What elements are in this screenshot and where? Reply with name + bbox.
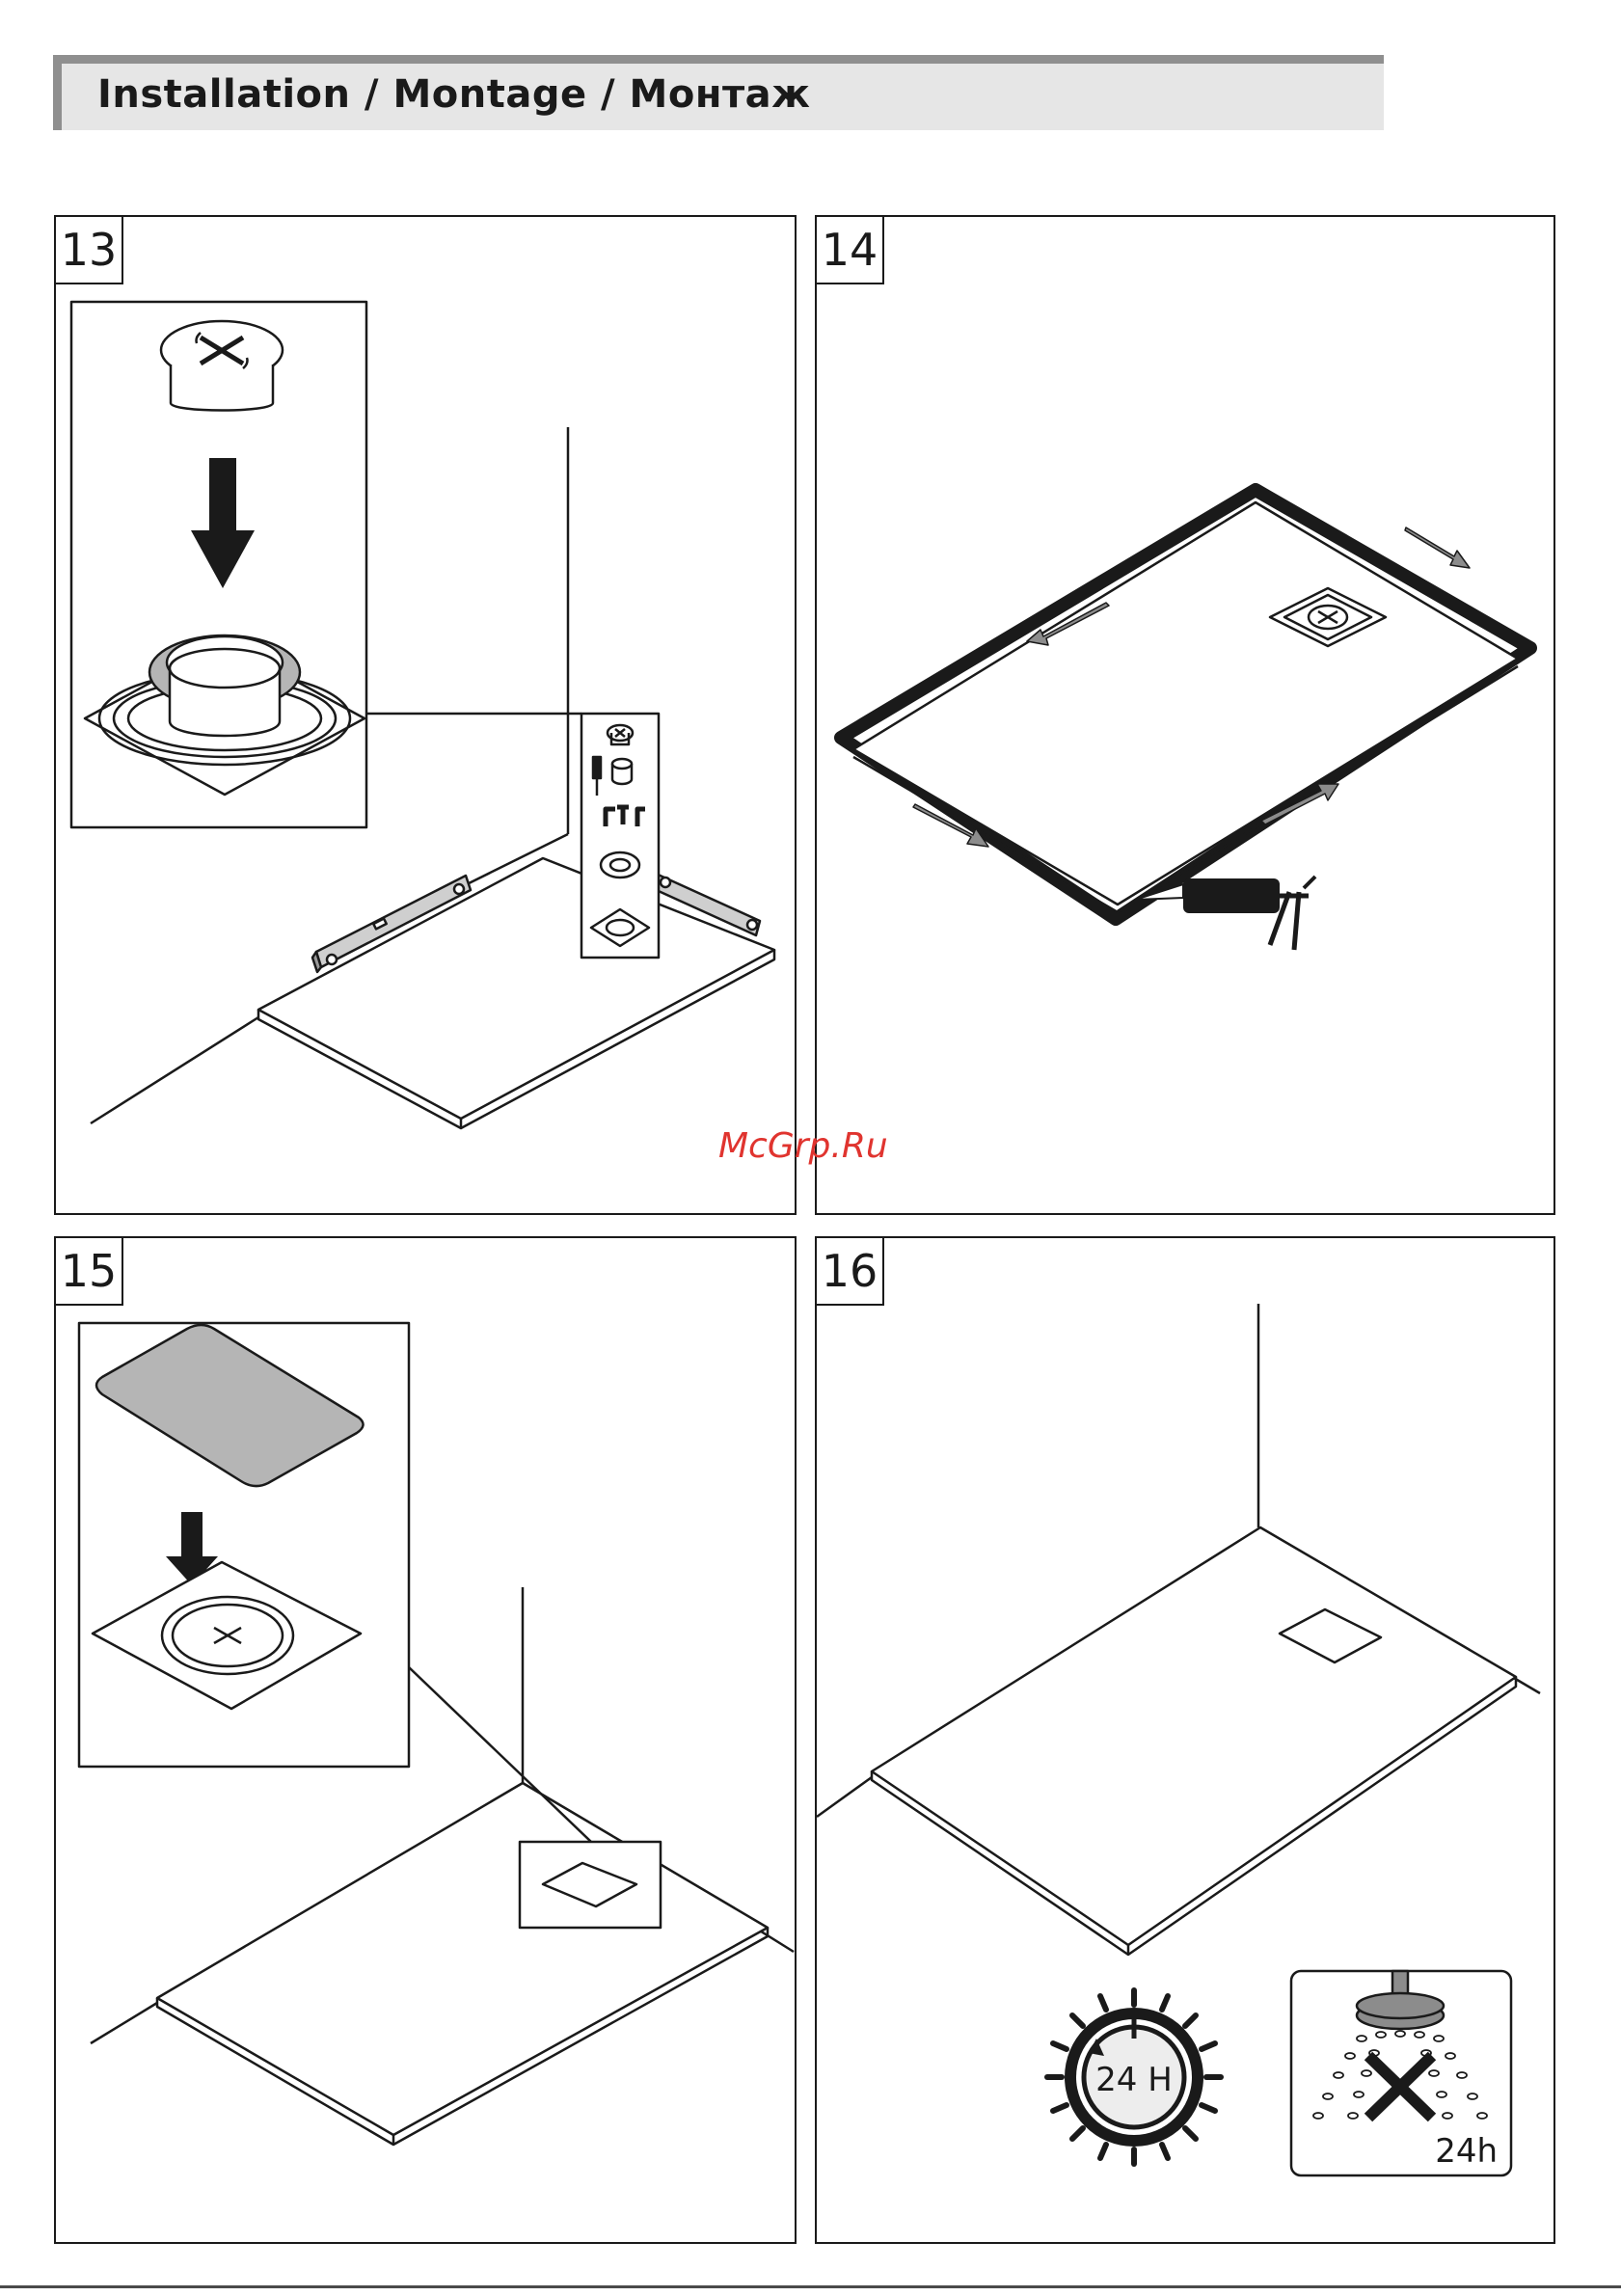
step-14-illustration [817,217,1557,1217]
step-13-icon-strip [581,714,659,958]
step-16-panel: 16 [815,1236,1555,2244]
header-side-bar [53,55,62,130]
page-title: Installation / Montage / Монтаж [97,72,810,117]
step-15-panel: 15 [54,1236,797,2244]
cure-time-label: 24 H [1095,2061,1173,2099]
tray-with-sealant-bead [841,490,1530,919]
drain-cap-icon [161,321,283,411]
bottom-rule [0,2285,1621,2288]
shower-tray [157,1783,768,2145]
step-14-panel: 14 [815,215,1555,1215]
step-15-illustration [56,1238,798,2246]
header-top-bar [53,55,1384,64]
step-15-inset [79,1323,409,1767]
watermark: McGrp.Ru [718,1126,888,1166]
page-header: Installation / Montage / Монтаж [53,55,1384,130]
curing-timer-icon: 24 H [1047,1990,1221,2164]
step-13-inset [71,302,366,827]
drain-highlight-box [520,1842,661,1928]
no-shower-time-label: 24h [1435,2132,1498,2171]
step-13-illustration [56,217,798,1217]
step-13-panel: 13 [54,215,797,1215]
no-shower-icon: 24h [1291,1971,1511,2175]
shower-tray [872,1527,1516,1955]
step-16-illustration: 24 H [817,1238,1557,2246]
